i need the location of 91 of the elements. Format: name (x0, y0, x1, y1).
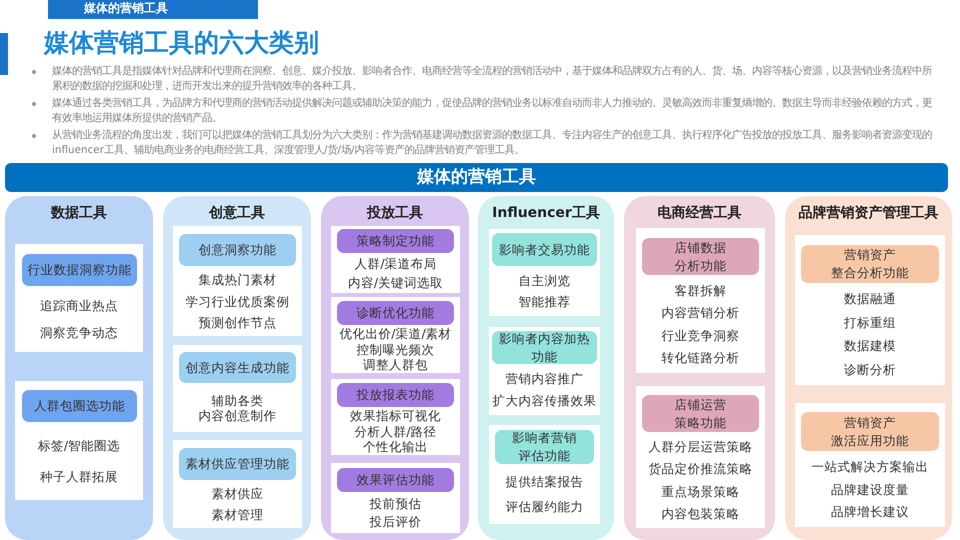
function-pill: 投放报表功能 (337, 383, 454, 407)
list-item: 分析人群/路径 (354, 424, 437, 438)
bullet-text: 媒体的营销工具是指媒体针对品牌和代理商在洞察、创意、媒介投放、影响者合作、电商经营等全流程的营销活动中，基于媒体和品牌双方占有的人、货、场、内容等核心资源，以及营销业务流程中所累积的数据的挖掘和处理，进而开发出来的提升营销效率的各种工具。 (52, 64, 932, 94)
function-pill: 创意内容生成功能 (179, 352, 296, 383)
list-item: 内容/关键词选取 (348, 274, 444, 290)
card (331, 297, 460, 373)
function-pill: 诊断优化功能 (337, 301, 454, 325)
list-item: 投前预估 (370, 496, 422, 511)
function-pill: 行业数据洞察功能 (22, 254, 137, 286)
function-pill: 策略制定功能 (337, 229, 454, 253)
banner: 媒体的营销工具 (5, 163, 948, 192)
card (489, 327, 600, 415)
list-item: 洞察竞争动态 (40, 325, 118, 340)
panel-title: 品牌营销资产管理工具 (798, 204, 940, 222)
list-item: 品牌建设度量 (831, 482, 909, 496)
panel-title: 投放工具 (366, 204, 424, 222)
category-panel (785, 196, 952, 540)
panel-title: 创意工具 (208, 204, 266, 222)
list-item: 人群分层运营策略 (648, 439, 752, 454)
category-panel (5, 196, 153, 540)
section-tab: 媒体的营销工具 (48, 0, 258, 19)
category-panel (624, 196, 775, 540)
list-item: 效果指标可视化 (350, 408, 441, 423)
bullet-text: 媒体通过各类营销工具，为品牌方和代理商的营销活动提供解决问题或辅助决策的能力，促使品牌的营销业务以标准自动而非人力推动的、灵敏高效而非重复熵增的、数据主导而非经验依赖的方式，更有效率地运用媒体所提供的营销产品。 (52, 96, 932, 126)
card (331, 379, 460, 455)
list-item: 营销内容推广 (506, 371, 584, 386)
list-item: 素材管理 (212, 507, 264, 522)
card (636, 228, 765, 373)
list-item: 品牌增长建议 (831, 504, 909, 520)
category-panel (478, 196, 614, 540)
page-title: 媒体营销工具的六大类别 (44, 27, 319, 59)
list-item: 标签/智能圈选 (38, 438, 120, 453)
list-item: 辅助各类内容创意制作 (198, 392, 276, 422)
list-item: 智能推荐 (518, 294, 570, 310)
list-item: 控制曝光频次 (356, 342, 434, 356)
list-item: 素材供应 (212, 486, 264, 501)
card (636, 386, 765, 528)
card (173, 440, 302, 528)
card (173, 226, 302, 336)
list-item: 调整人群包 (363, 357, 428, 372)
list-item: 追踪商业热点 (40, 298, 118, 313)
list-item: 重点场景策略 (662, 484, 740, 499)
panel-title: 数据工具 (50, 204, 108, 222)
list-item: 内容营销分析 (662, 305, 740, 320)
function-pill: 影响者内容加热功能 (492, 331, 597, 364)
function-pill: 营销资产激活应用功能 (801, 412, 939, 451)
function-pill: 影响者营销评估功能 (495, 430, 594, 464)
panel-title: 电商经营工具 (656, 204, 742, 222)
list-item: 货品定价推流策略 (648, 461, 752, 476)
list-item: 学习行业优质案例 (186, 294, 290, 308)
list-item: 种子人群拓展 (40, 469, 118, 484)
function-pill: 营销资产整合分析功能 (801, 245, 939, 283)
list-item: 提供结案报告 (506, 474, 584, 489)
card (15, 381, 143, 500)
list-item: 个性化输出 (363, 439, 428, 454)
function-pill: 人群包圈选功能 (22, 390, 137, 422)
card (795, 403, 945, 527)
card (15, 244, 143, 352)
panel-title: Influencer工具 (491, 204, 601, 222)
list-item: 诊断分析 (844, 362, 896, 377)
list-item: 评估履约能力 (506, 499, 584, 514)
list-item: 预测创作节点 (198, 314, 276, 330)
list-item: 一站式解决方案输出 (812, 458, 928, 474)
category-panel (321, 196, 469, 540)
function-pill: 效果评估功能 (337, 468, 454, 492)
list-item: 转化链路分析 (662, 350, 740, 366)
card (489, 425, 600, 524)
list-item: 客群拆解 (674, 282, 726, 298)
list-item: 自主浏览 (518, 272, 570, 288)
card (331, 463, 460, 533)
bullet-text: 从营销业务流程的角度出发，我们可以把媒体的营销工具划分为六大类别：作为营销基建调动数据资源的数据工具、专注内容生产的创意工具、执行程序化广告投放的投放工具、服务影响者资源变现的influencer工具、辅助电商业务的电商经营工具、深度管理人/货/场/内容等资产的品牌营销资产管理工具。 (52, 128, 932, 158)
card (489, 229, 600, 316)
list-item: 数据融通 (844, 291, 896, 306)
category-panel (163, 196, 311, 540)
list-item: 优化出价/渠道/素材 (339, 326, 452, 341)
function-pill: 店铺数据分析功能 (642, 238, 759, 275)
list-item: 集成热门素材 (198, 272, 276, 288)
list-item: 打标重组 (844, 314, 896, 330)
list-item: 扩大内容传播效果 (492, 393, 596, 408)
card (795, 235, 945, 385)
list-item: 人群/渠道布局 (354, 256, 437, 272)
function-pill: 店铺运营策略功能 (642, 395, 759, 432)
card (331, 226, 460, 293)
list-item: 内容包装策略 (662, 506, 740, 521)
function-pill: 创意洞察功能 (179, 234, 296, 266)
card (173, 345, 302, 432)
list-item: 行业竞争洞察 (662, 328, 740, 343)
function-pill: 素材供应管理功能 (179, 448, 296, 480)
function-pill: 影响者交易功能 (492, 233, 597, 266)
list-item: 数据建模 (844, 338, 896, 354)
list-item: 投后评价 (370, 514, 422, 530)
